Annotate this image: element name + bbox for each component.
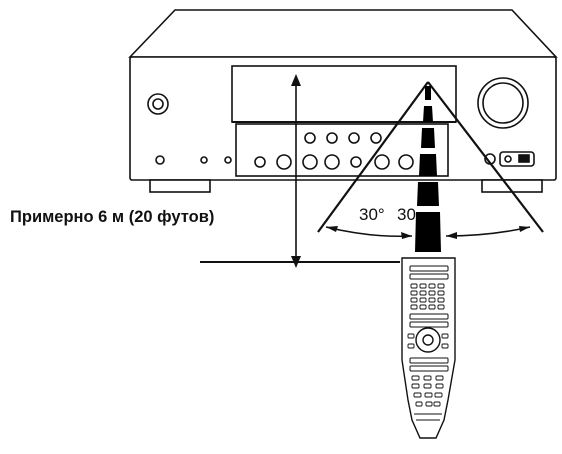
control-knob-icon <box>350 156 362 168</box>
control-knob-icon <box>304 132 316 144</box>
remote-control-illustration <box>401 257 456 439</box>
control-knob-icon <box>324 154 340 170</box>
control-knob-icon <box>398 154 414 170</box>
receiver-display-window <box>231 65 457 123</box>
control-knob-icon <box>348 132 360 144</box>
receiver-control-panel <box>235 123 449 177</box>
control-knob-icon <box>326 132 338 144</box>
av-receiver-illustration <box>128 9 558 193</box>
angle-left-label: 30° <box>359 205 385 224</box>
small-button-icon <box>200 156 208 164</box>
control-knob-icon <box>302 154 318 170</box>
control-knob-icon <box>276 154 292 170</box>
small-button-icon <box>155 155 165 165</box>
reception-cone <box>317 81 544 233</box>
receiver-top-panel <box>128 9 558 58</box>
angle-right-label: 30 <box>397 205 416 224</box>
control-knob-icon <box>254 156 266 168</box>
receiver-foot-left <box>149 179 211 193</box>
distance-label: Примерно 6 м (20 футов) <box>10 208 215 226</box>
angle-arcs <box>325 226 531 239</box>
control-knob-icon <box>370 132 382 144</box>
control-knob-icon <box>374 154 390 170</box>
signal-beam <box>415 86 441 252</box>
small-button-icon <box>224 156 232 164</box>
